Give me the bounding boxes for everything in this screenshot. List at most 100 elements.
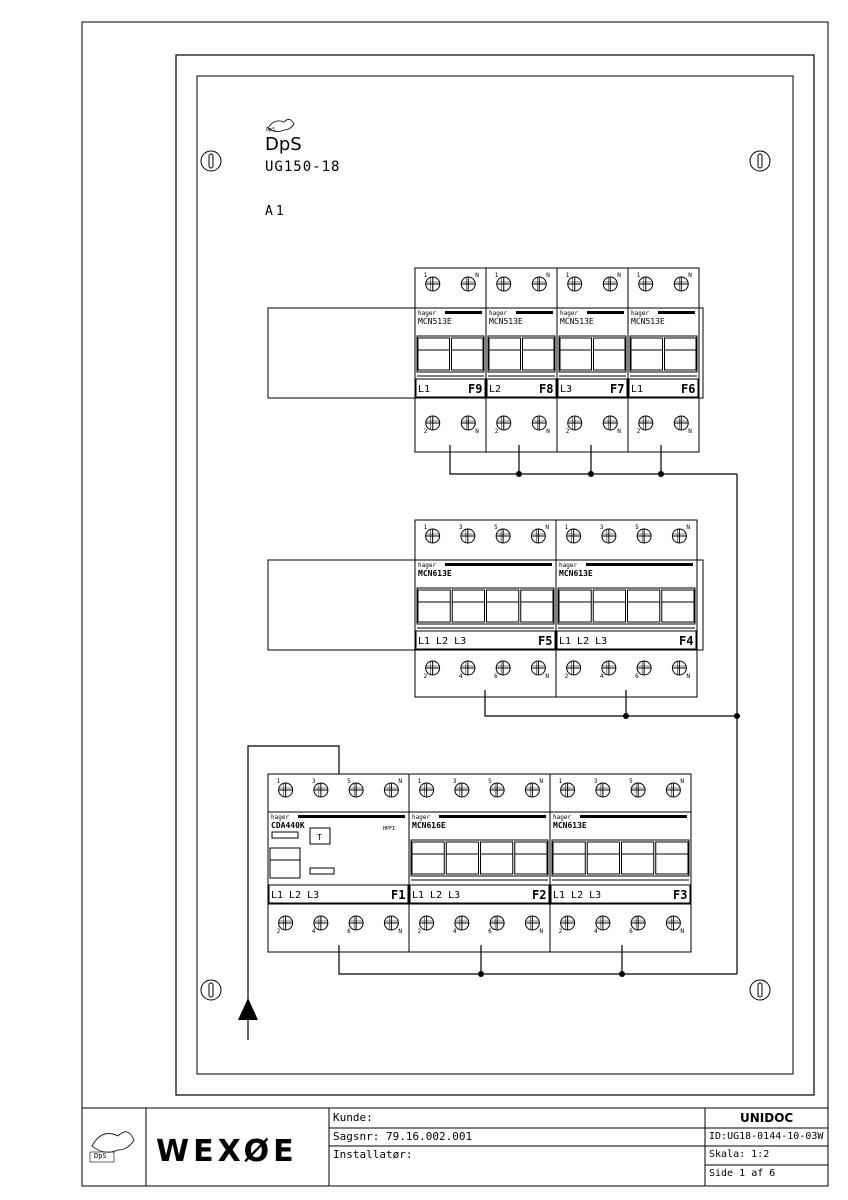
toggle-handle[interactable] [586, 841, 620, 875]
toggle-handle[interactable] [655, 841, 689, 875]
toggle-handle[interactable] [411, 841, 445, 875]
toggle-handle[interactable] [417, 589, 451, 623]
toggle-handle[interactable] [514, 841, 548, 875]
toggle-handle[interactable] [486, 589, 520, 623]
id-value: UG18-0144-10-03W [727, 1131, 824, 1142]
phase-label: L3 [560, 384, 572, 395]
terminal-screw-icon [638, 415, 654, 431]
blanking-plate [267, 307, 416, 399]
terminal-screw-icon [595, 782, 611, 798]
title-block-frame [81, 1107, 829, 1187]
terminal-label: 2 [559, 928, 563, 935]
terminal-label: N [617, 428, 621, 435]
toggle-handle[interactable] [621, 841, 655, 875]
toggle-handle[interactable] [520, 589, 554, 623]
terminal-screw-icon [460, 660, 476, 676]
model-label: MCN513E [560, 317, 594, 326]
terminal-screw-icon [419, 915, 435, 931]
toggle-handle[interactable] [558, 589, 592, 623]
wire-row2-bus [484, 690, 737, 717]
terminal-label: 1 [277, 778, 281, 785]
breaker-name: F7 [610, 382, 624, 396]
toggle-handle[interactable] [451, 589, 485, 623]
terminal-label: 3 [600, 524, 604, 531]
toggle-handle[interactable] [627, 589, 661, 623]
toggle-handle[interactable] [522, 337, 555, 371]
brand-label: hager [560, 310, 578, 317]
terminal-label: N [680, 778, 684, 785]
terminal-screw-icon [425, 528, 441, 544]
toggle-handle[interactable] [593, 337, 626, 371]
terminal-label: 5 [494, 524, 498, 531]
phase-label: L1 L2 L3 [418, 636, 466, 647]
toggle-handle[interactable] [630, 337, 663, 371]
breaker-name: F5 [538, 634, 552, 648]
terminal-screw-icon [496, 276, 512, 292]
terminal-screw-icon [531, 415, 547, 431]
terminal-label: 6 [347, 928, 351, 935]
terminal-label: 3 [459, 524, 463, 531]
terminal-screw-icon [601, 528, 617, 544]
terminal-label: 6 [494, 673, 498, 680]
dps-logo-icon [89, 1131, 135, 1163]
terminal-label: 1 [418, 778, 422, 785]
side-label: Side [709, 1168, 734, 1179]
terminal-screw-icon [671, 660, 687, 676]
enclosure-brand: DpS [265, 134, 302, 155]
toggle-handle[interactable] [480, 841, 514, 875]
side-row: Side 1 af 6 [709, 1164, 775, 1184]
terminal-screw-icon [595, 915, 611, 931]
terminal-label: 2 [418, 928, 422, 935]
breaker-name: F2 [532, 888, 546, 902]
brand-label: hager [418, 310, 436, 317]
toggle-handle[interactable] [451, 337, 484, 371]
terminal-label: N [688, 428, 692, 435]
terminal-label: N [475, 428, 479, 435]
toggle-handle[interactable] [488, 337, 521, 371]
junction-dot [734, 713, 740, 719]
terminal-screw-icon [636, 528, 652, 544]
terminal-screw-icon [630, 782, 646, 798]
terminal-label: 4 [453, 928, 457, 935]
test-button[interactable] [309, 827, 331, 845]
mounting-screw-icon [749, 979, 771, 1001]
breaker-name: F9 [468, 382, 482, 396]
supply-arrow-icon [238, 998, 258, 1020]
terminal-screw-icon [530, 660, 546, 676]
toggle-handle[interactable] [417, 337, 450, 371]
terminal-screw-icon [425, 415, 441, 431]
terminal-label: 3 [312, 778, 316, 785]
installator-label: Installatør: [333, 1148, 413, 1161]
terminal-screw-icon [638, 276, 654, 292]
toggle-handle[interactable] [592, 589, 626, 623]
wire-junctions [478, 471, 740, 977]
toggle-handle[interactable] [559, 337, 592, 371]
brand-label: hager [412, 814, 430, 821]
terminal-screw-icon [567, 276, 583, 292]
toggle-handle[interactable] [661, 589, 695, 623]
terminal-label: 1 [424, 272, 428, 279]
toggle-handle[interactable] [664, 337, 697, 371]
model-label: MCN513E [631, 317, 665, 326]
terminal-screw-icon [630, 915, 646, 931]
phase-label: L1 L2 L3 [559, 636, 607, 647]
terminal-label: N [686, 524, 690, 531]
terminal-label: 5 [347, 778, 351, 785]
breaker-name: F6 [681, 382, 695, 396]
brand-label: hager [271, 814, 289, 821]
terminal-screw-icon [665, 915, 681, 931]
terminal-screw-icon [636, 660, 652, 676]
terminal-label: 2 [566, 428, 570, 435]
toggle-handle[interactable] [445, 841, 479, 875]
toggle-handle[interactable] [552, 841, 586, 875]
